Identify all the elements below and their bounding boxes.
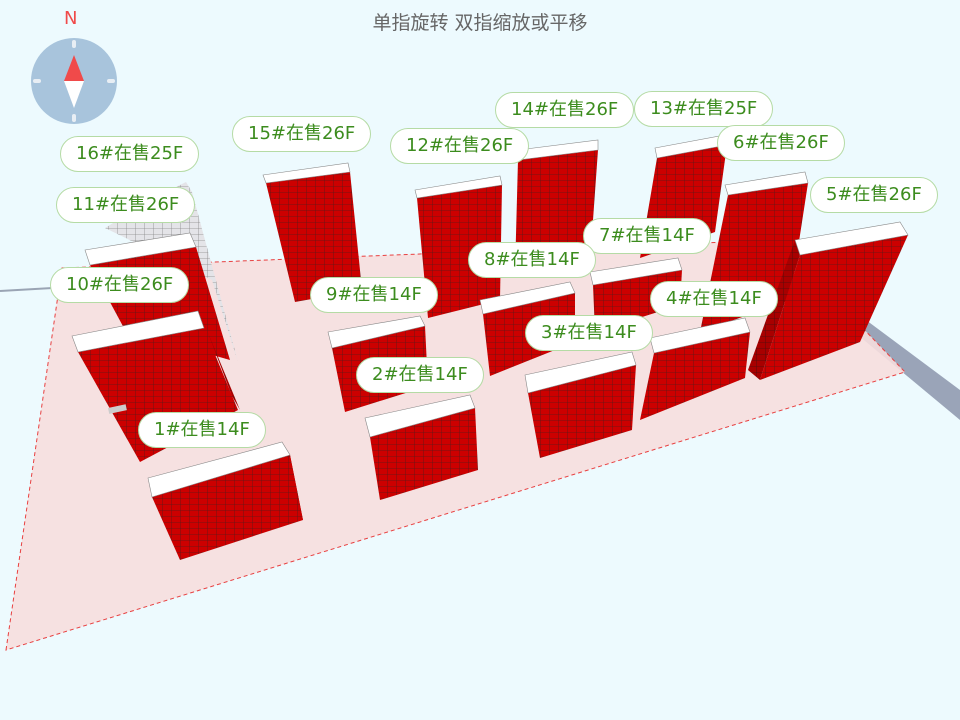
label-building-10[interactable]: 10#在售26F [50, 267, 190, 303]
label-building-7[interactable]: 7#在售14F [583, 218, 711, 254]
label-building-9[interactable]: 9#在售14F [310, 277, 438, 313]
building-1[interactable] [147, 441, 303, 560]
label-building-4[interactable]: 4#在售14F [650, 281, 778, 317]
label-building-11[interactable]: 11#在售26F [56, 187, 196, 223]
compass-icon[interactable] [30, 37, 118, 125]
label-building-6[interactable]: 6#在售26F [717, 125, 845, 161]
label-building-2[interactable]: 2#在售14F [356, 357, 484, 393]
label-building-13[interactable]: 13#在售25F [634, 91, 774, 127]
label-building-15[interactable]: 15#在售26F [232, 116, 372, 152]
label-building-8[interactable]: 8#在售14F [468, 242, 596, 278]
label-building-12[interactable]: 12#在售26F [390, 128, 530, 164]
building-4[interactable] [640, 317, 751, 420]
building-15[interactable] [262, 162, 362, 302]
gesture-hint: 单指旋转 双指缩放或平移 [372, 12, 588, 34]
building-3[interactable] [524, 351, 637, 458]
label-building-14[interactable]: 14#在售26F [495, 92, 635, 128]
label-building-1[interactable]: 1#在售14F [138, 412, 266, 448]
label-building-3[interactable]: 3#在售14F [525, 315, 653, 351]
label-building-16[interactable]: 16#在售25F [60, 136, 200, 172]
label-building-5[interactable]: 5#在售26F [810, 177, 938, 213]
north-label: N [64, 8, 78, 29]
building-2[interactable] [364, 394, 478, 500]
building-12[interactable] [414, 175, 503, 318]
building-16-body[interactable] [105, 182, 238, 362]
